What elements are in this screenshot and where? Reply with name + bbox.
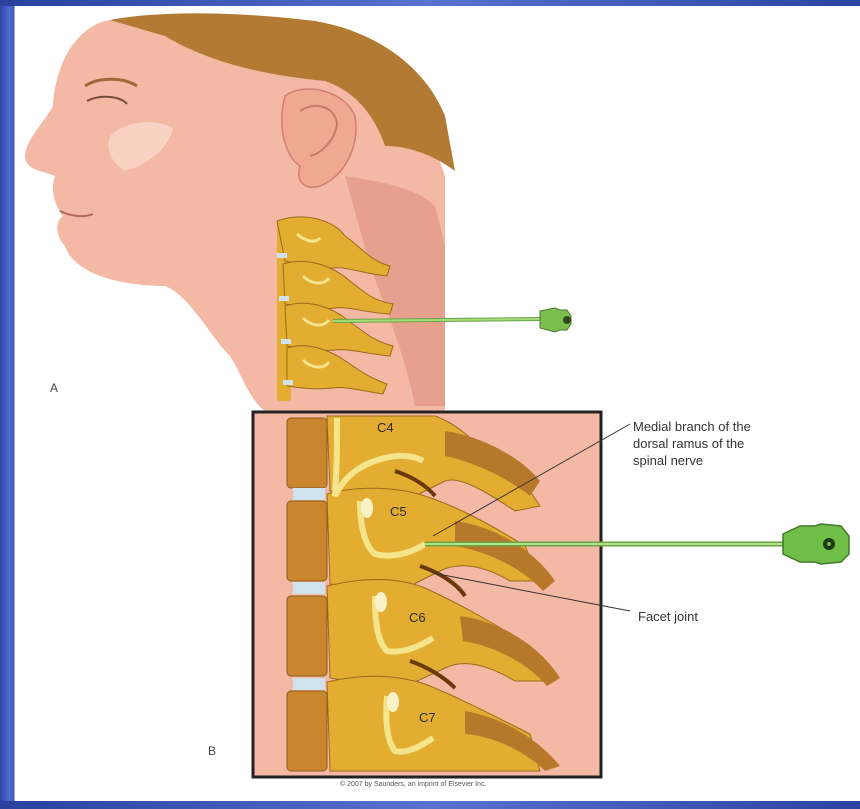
medial-branch-label-line1: Medial branch of the [633,418,751,435]
vertebra-label-c7: C7 [419,709,436,726]
vertebra-label-c4: C4 [377,419,394,436]
vertebra-label-c5: C5 [390,503,407,520]
panel-a-label: A [50,381,58,395]
facet-joint-label: Facet joint [638,608,698,625]
slide-bottom-border [0,801,860,809]
panel-b-illustration [15,6,860,801]
medial-branch-label-line3: spinal nerve [633,452,703,469]
copyright-notice: © 2007 by Saunders, an imprint of Elsevi… [340,781,486,788]
vertebra-label-c6: C6 [409,609,426,626]
illustration-canvas: A B C4 C5 C6 C7 Medial branch of the dor… [15,6,860,801]
panel-b-label: B [208,744,216,758]
medial-branch-label-line2: dorsal ramus of the [633,435,744,452]
